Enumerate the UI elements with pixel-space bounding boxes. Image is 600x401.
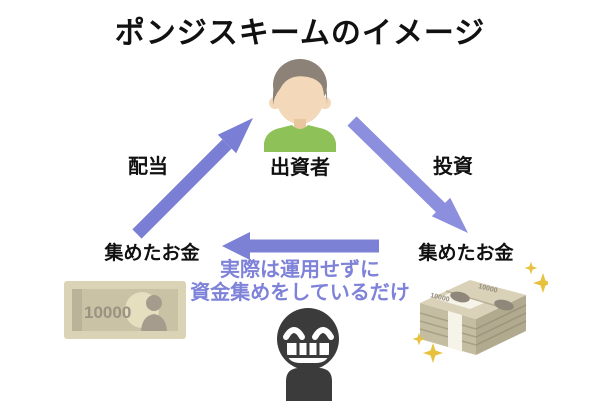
dividend-arrow-icon — [132, 118, 253, 239]
note-line-1: 実際は運用せずに — [220, 259, 380, 281]
evil-grin-figure-icon — [277, 308, 339, 401]
note-line-2: 資金集めをしているだけ — [190, 282, 410, 304]
dividend-label: 配当 — [128, 156, 168, 178]
bundle-value-right: 10000 — [478, 283, 499, 295]
investment-arrow-icon — [347, 116, 468, 233]
return-arrow-icon — [222, 232, 379, 260]
banknote-icon: 10000 — [64, 281, 186, 339]
sparkle-icon — [412, 261, 548, 363]
investor-label: 出資者 — [270, 157, 330, 179]
collected-money-left-label: 集めたお金 — [104, 243, 200, 264]
banknote-value: 10000 — [84, 303, 131, 322]
banknote-portrait — [141, 295, 167, 331]
bundle-value-left: 10000 — [430, 292, 451, 304]
investment-label: 投資 — [433, 156, 473, 178]
note-text: 実際は運用せずに 資金集めをしているだけ — [0, 259, 600, 305]
money-stack-icon: 10000 10000 — [412, 261, 548, 363]
page-title: ポンジスキームのイメージ — [114, 17, 486, 50]
collected-money-right-label: 集めたお金 — [418, 243, 514, 264]
investor-person-icon — [264, 59, 336, 152]
